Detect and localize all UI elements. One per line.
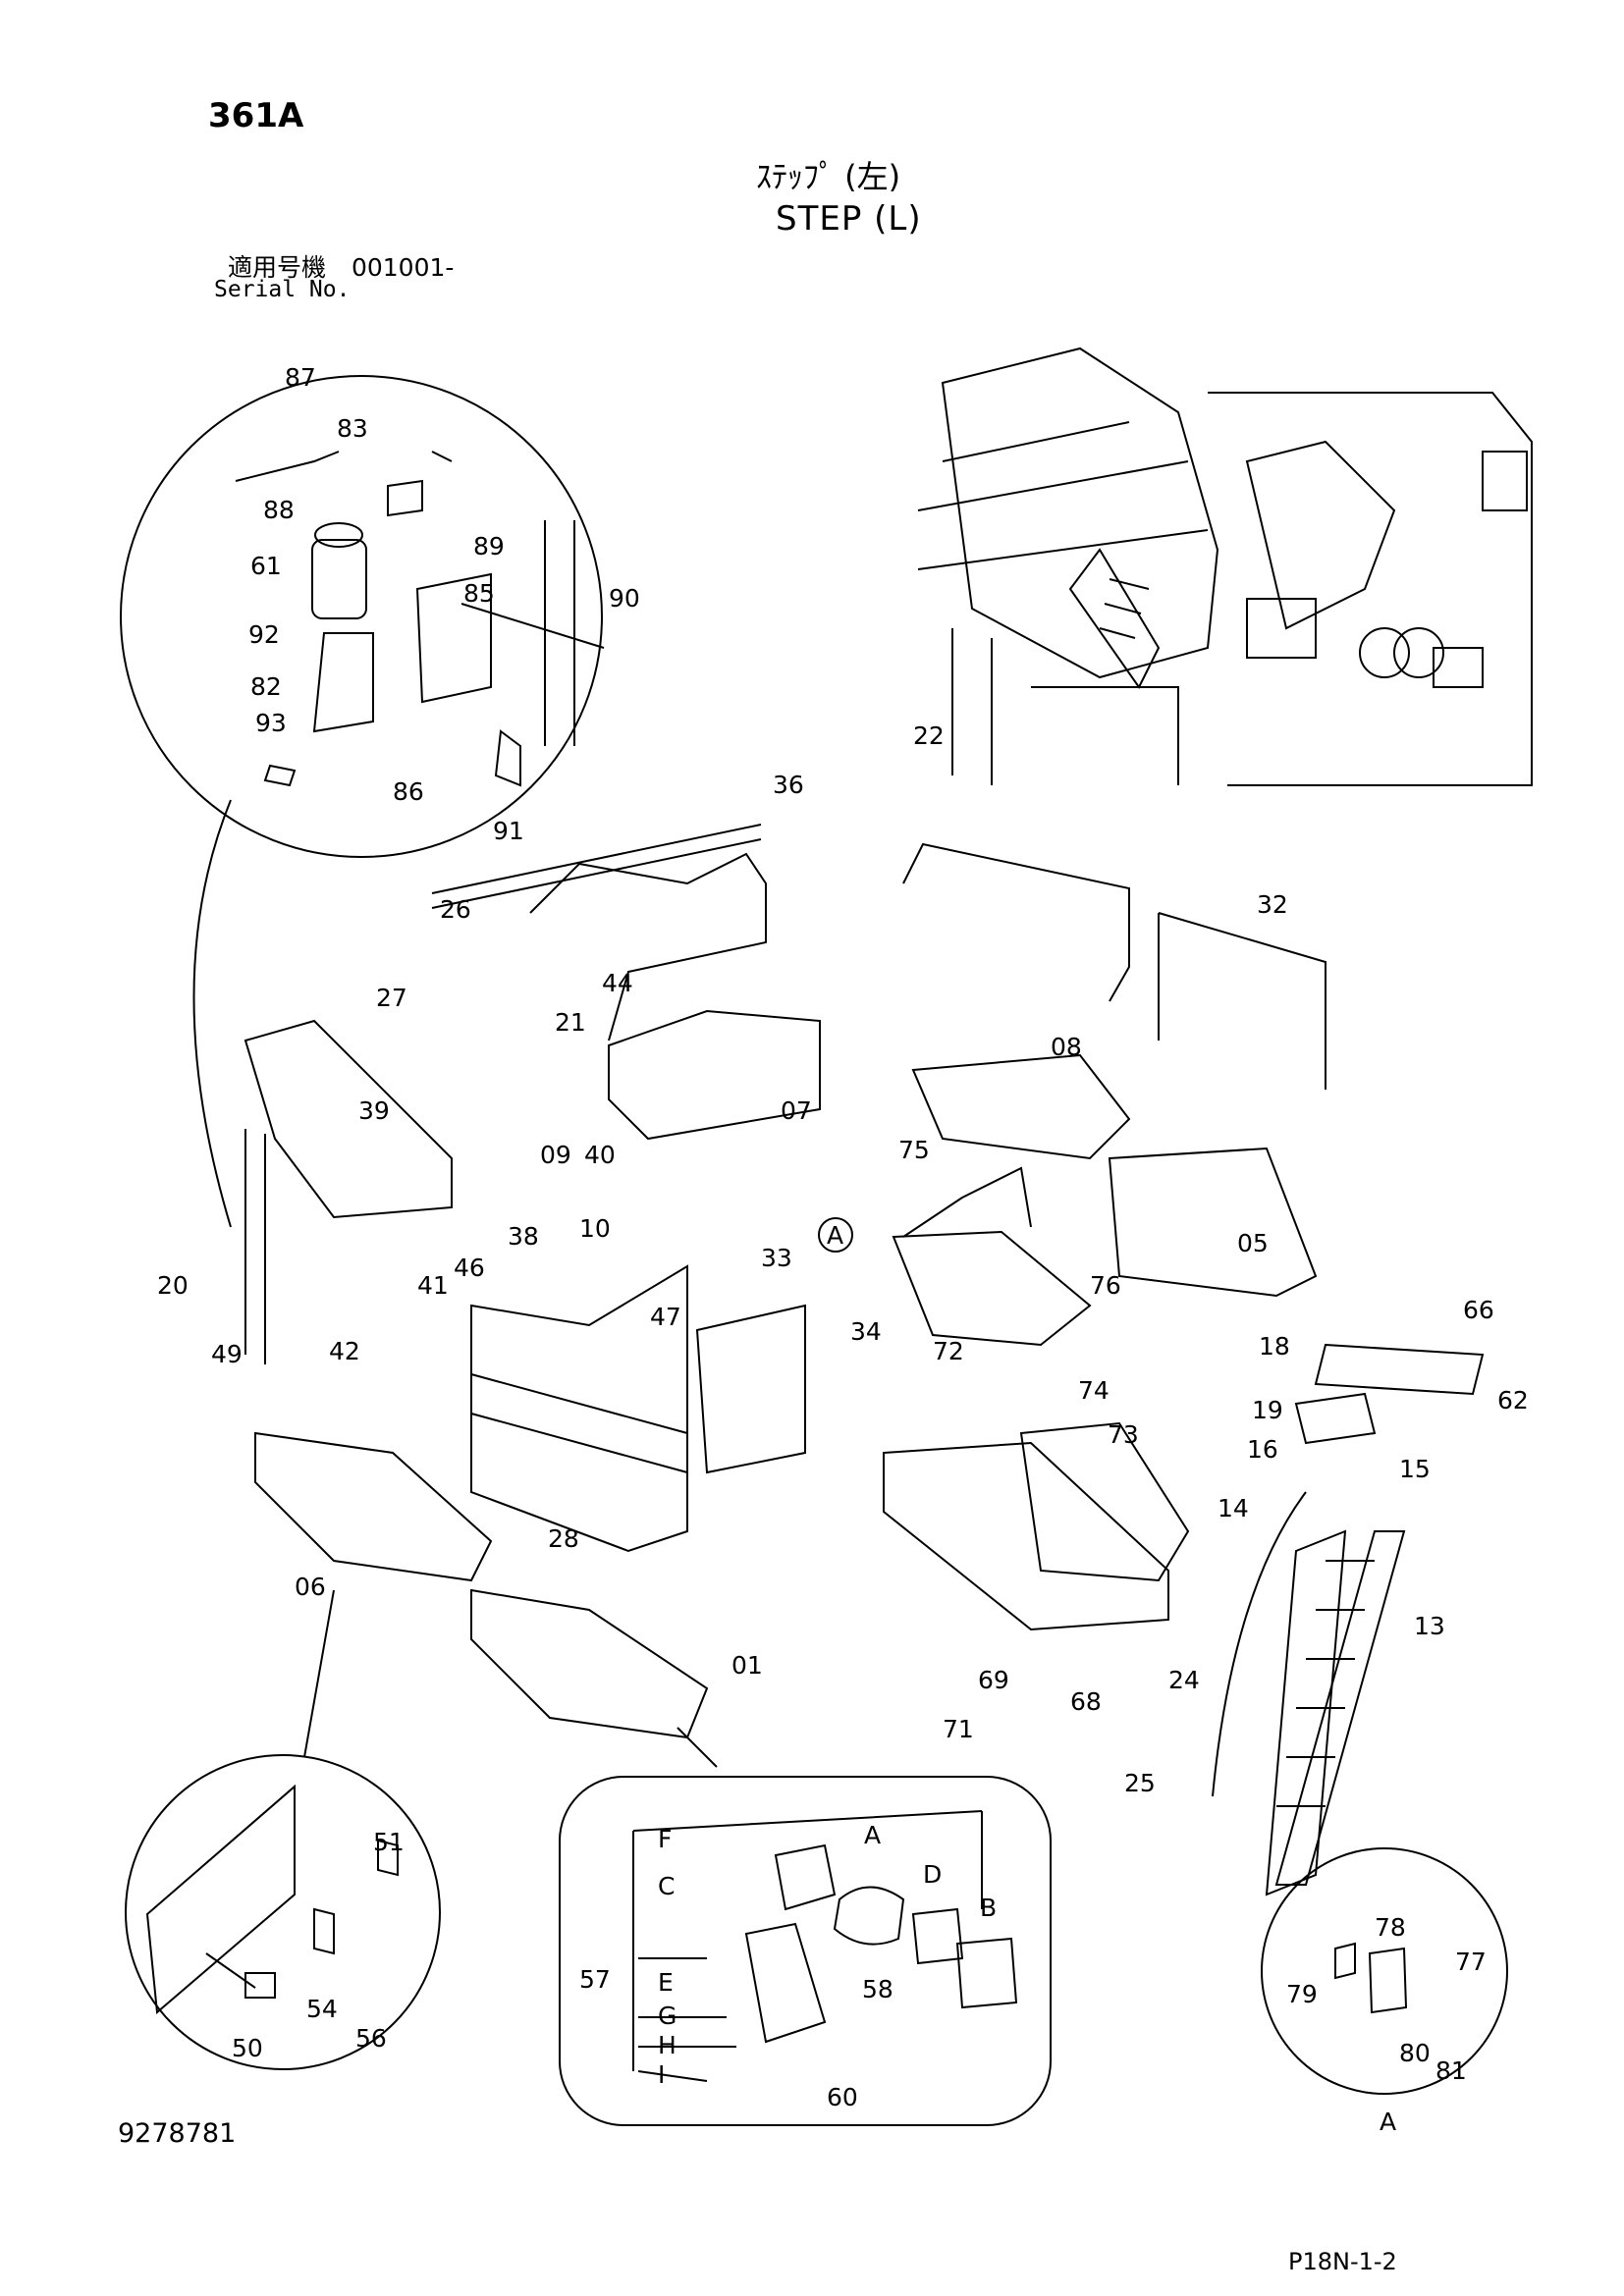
serial-label-jp: 適用号機 bbox=[228, 253, 327, 282]
callout: 76 bbox=[1090, 1271, 1121, 1300]
callout: 08 bbox=[1051, 1033, 1082, 1061]
detail-marker-group: A A A B C D E F G H I bbox=[658, 1217, 1396, 2136]
callout: 89 bbox=[473, 532, 505, 561]
callout: 15 bbox=[1399, 1455, 1431, 1483]
callout: 75 bbox=[898, 1136, 930, 1164]
callout: 72 bbox=[933, 1337, 964, 1365]
lamp-kit-letter: B bbox=[980, 1894, 997, 1922]
callout: 91 bbox=[493, 817, 524, 845]
serial-value: 001001- bbox=[351, 253, 455, 282]
detail-circle-sensor bbox=[125, 1754, 441, 2070]
callout: 68 bbox=[1070, 1687, 1102, 1716]
callout: 54 bbox=[306, 1995, 338, 2023]
callout: 87 bbox=[285, 363, 316, 392]
lamp-kit-letter: C bbox=[658, 1872, 675, 1900]
title-english: STEP (L) bbox=[776, 199, 922, 239]
detail-circle-a bbox=[1261, 1847, 1508, 2095]
callout: 40 bbox=[584, 1141, 616, 1169]
callout: 05 bbox=[1237, 1229, 1269, 1257]
lamp-kit-letter: D bbox=[923, 1860, 942, 1889]
callout: 18 bbox=[1259, 1332, 1290, 1361]
callout: 74 bbox=[1078, 1376, 1110, 1405]
callout: 86 bbox=[393, 777, 424, 806]
callout: 22 bbox=[913, 721, 945, 750]
callout: 69 bbox=[978, 1666, 1009, 1694]
callout: 06 bbox=[295, 1573, 326, 1601]
machine-overview-sketch bbox=[917, 347, 1533, 786]
callout: 34 bbox=[850, 1317, 882, 1346]
callout: 78 bbox=[1375, 1913, 1406, 1942]
callout: 13 bbox=[1414, 1612, 1445, 1640]
detail-circle-beacon bbox=[120, 375, 605, 858]
callout: 39 bbox=[358, 1096, 390, 1125]
detail-marker-label: A bbox=[1380, 2108, 1396, 2136]
callout: 28 bbox=[548, 1524, 579, 1553]
callout: 50 bbox=[232, 2034, 263, 2062]
lamp-kit-letter: E bbox=[658, 1968, 674, 1997]
callout: 82 bbox=[250, 672, 282, 701]
lamp-kit-letter: A bbox=[864, 1821, 881, 1849]
callout: 25 bbox=[1124, 1769, 1156, 1797]
callout: 90 bbox=[609, 584, 640, 613]
callout: 27 bbox=[376, 984, 407, 1012]
serial-label-en: Serial No. bbox=[214, 277, 351, 302]
callout: 33 bbox=[761, 1244, 792, 1272]
page-code: 361A bbox=[208, 96, 304, 135]
callout-labels: 01 05 06 07 08 09 10 13 14 15 16 18 19 2… bbox=[157, 363, 1529, 2111]
callout: 16 bbox=[1247, 1435, 1278, 1464]
callout: 38 bbox=[508, 1222, 539, 1251]
callout: 77 bbox=[1455, 1948, 1487, 1976]
callout: 58 bbox=[862, 1975, 893, 2003]
callout: 93 bbox=[255, 709, 287, 737]
lamp-kit-letter: F bbox=[658, 1825, 672, 1853]
callout: 56 bbox=[355, 2024, 387, 2053]
callout: 57 bbox=[579, 1965, 611, 1994]
callout: 81 bbox=[1435, 2056, 1467, 2085]
callout: 42 bbox=[329, 1337, 360, 1365]
page-reference: P18N-1-2 bbox=[1288, 2248, 1397, 2275]
callout: 09 bbox=[540, 1141, 571, 1169]
callout: 49 bbox=[211, 1340, 243, 1368]
detail-work-lamp-kit bbox=[559, 1776, 1052, 2126]
callout: 19 bbox=[1252, 1396, 1283, 1424]
callout: 92 bbox=[248, 620, 280, 649]
callout: 79 bbox=[1286, 1980, 1318, 2008]
callout: 80 bbox=[1399, 2039, 1431, 2067]
step-assembly-linework bbox=[192, 799, 1485, 1896]
lamp-kit-letter: G bbox=[658, 2002, 677, 2030]
callout: 51 bbox=[373, 1828, 405, 1856]
callout: 20 bbox=[157, 1271, 189, 1300]
title-japanese: ｽﾃｯﾌﾟ (左) bbox=[756, 158, 901, 195]
callout: 24 bbox=[1168, 1666, 1200, 1694]
callout: 47 bbox=[650, 1303, 681, 1331]
callout: 46 bbox=[454, 1254, 485, 1282]
callout: 85 bbox=[463, 579, 495, 608]
callout: 66 bbox=[1463, 1296, 1494, 1324]
lamp-kit-letter: I bbox=[658, 2060, 665, 2089]
callout: 83 bbox=[337, 414, 368, 443]
callout: 73 bbox=[1108, 1420, 1139, 1449]
callout: 41 bbox=[417, 1271, 449, 1300]
callout: 10 bbox=[579, 1214, 611, 1243]
callout: 71 bbox=[943, 1715, 974, 1743]
callout: 88 bbox=[263, 496, 295, 524]
callout: 26 bbox=[440, 895, 471, 924]
callout: 61 bbox=[250, 552, 282, 580]
callout: 14 bbox=[1218, 1494, 1249, 1522]
callout: 36 bbox=[773, 771, 804, 799]
callout: 60 bbox=[827, 2083, 858, 2111]
callout: 21 bbox=[555, 1008, 586, 1037]
drawing-number: 9278781 bbox=[118, 2118, 237, 2149]
callout: 62 bbox=[1497, 1386, 1529, 1415]
callout: 32 bbox=[1257, 890, 1288, 919]
callout: 01 bbox=[731, 1651, 763, 1680]
callout: 07 bbox=[781, 1096, 812, 1125]
lamp-kit-letter: H bbox=[658, 2031, 677, 2059]
detail-marker: A bbox=[827, 1221, 843, 1250]
callout: 44 bbox=[602, 969, 633, 997]
serial-line: 適用号機 001001- bbox=[228, 248, 454, 284]
